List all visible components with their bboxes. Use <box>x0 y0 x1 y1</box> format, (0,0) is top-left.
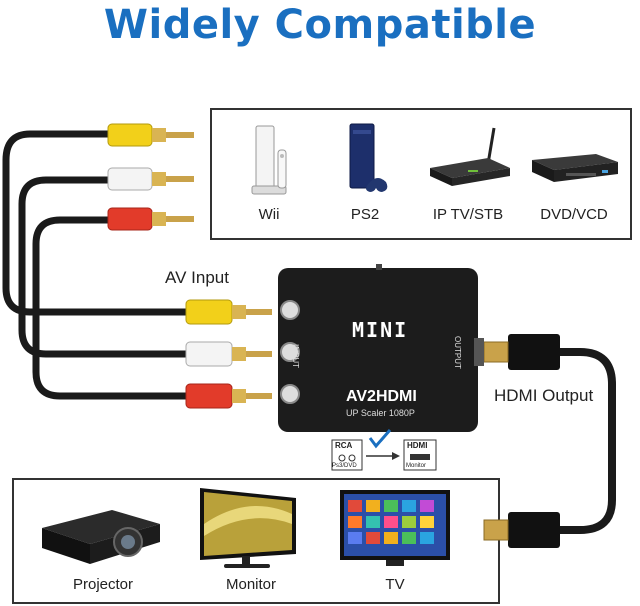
dvd-player-icon <box>532 154 618 182</box>
device-dvd-vcd: DVD/VCD <box>522 120 626 230</box>
device-ps2: PS2 <box>322 120 408 230</box>
tv-icon <box>340 490 450 566</box>
rca-plug-yellow-source <box>107 123 194 147</box>
device-label: Projector <box>72 576 134 593</box>
device-label: Wii <box>258 206 280 223</box>
display-devices-panel: Projector Monitor <box>12 478 500 604</box>
converter-input-label: INPUT <box>291 344 300 368</box>
rca-plug-white-input <box>185 341 272 367</box>
flow-from-label: RCA <box>335 441 353 450</box>
settop-box-icon <box>430 127 510 186</box>
flow-to-label: HDMI <box>407 441 428 450</box>
hdmi-output-label: HDMI Output <box>494 386 594 405</box>
flow-to-sub: Monitor <box>406 463 427 469</box>
device-label: TV <box>385 576 405 593</box>
device-label: IP TV/STB <box>432 206 504 223</box>
av-input-label: AV Input <box>165 268 229 287</box>
wii-icon <box>251 125 287 195</box>
ps2-icon <box>349 123 388 192</box>
flow-from-sub: Ps3/DVD <box>332 463 357 469</box>
rca-plug-white-source <box>107 167 194 191</box>
monitor-icon <box>200 488 296 568</box>
hdmi-cable <box>552 348 616 534</box>
device-label: Monitor <box>225 576 277 593</box>
hdmi-plug-top <box>483 334 560 370</box>
device-projector: Projector <box>28 484 178 596</box>
rca-plug-red-source <box>107 207 194 231</box>
converter-model: AV2HDMI <box>346 388 417 405</box>
device-wii: Wii <box>226 120 312 230</box>
projector-icon <box>42 510 160 564</box>
hdmi-plug-bottom <box>483 512 560 548</box>
converter-subtitle: UP Scaler 1080P <box>346 408 415 418</box>
device-iptv-stb: IP TV/STB <box>418 120 518 230</box>
rca-plug-yellow-input <box>185 299 272 325</box>
converter-output-label: OUTPUT <box>453 336 462 369</box>
device-monitor: Monitor <box>192 484 310 596</box>
device-label: PS2 <box>350 206 380 223</box>
device-tv: TV <box>330 484 460 596</box>
page-title: Widely Compatible <box>103 2 537 48</box>
source-devices-panel: Wii PS2 IP TV/STB DVD/VCD <box>210 108 632 240</box>
device-label: DVD/VCD <box>540 206 608 223</box>
converter-brand: MINI <box>352 318 409 342</box>
rca-plug-red-input <box>185 383 272 409</box>
signal-flow-diagram <box>331 429 437 471</box>
av2hdmi-converter <box>278 264 484 432</box>
rca-cables <box>2 130 190 400</box>
